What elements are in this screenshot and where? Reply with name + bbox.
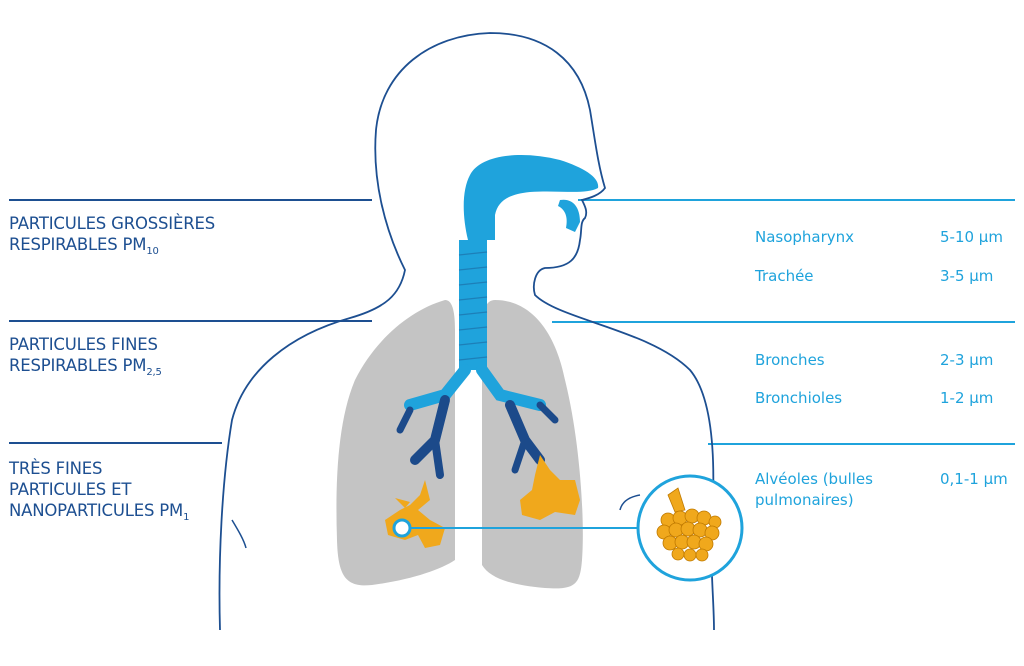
left-lung — [336, 300, 455, 586]
region-bronchi: Bronches — [755, 351, 825, 369]
category-pm1-line2: PARTICULES ET — [9, 480, 132, 499]
alveoli-cluster — [656, 487, 722, 562]
category-pm10-line1: PARTICULES GROSSIÈRES — [9, 214, 215, 233]
arm-line-left — [231, 519, 247, 549]
category-pm10: PARTICULES GROSSIÈRES RESPIRABLES PM10 — [9, 213, 215, 257]
alveoli-orange-right — [520, 455, 580, 520]
right-divider-lines — [552, 199, 1015, 445]
size-bronchi: 2-3 µm — [940, 351, 994, 369]
category-pm1-text: NANOPARTICULES PM — [9, 501, 184, 520]
category-pm2-5-line2: RESPIRABLES PM2,5 — [9, 355, 162, 378]
region-bronchioles: Bronchioles — [755, 389, 843, 407]
category-pm1-line1: TRÈS FINES — [9, 459, 103, 478]
category-pm10-line2: RESPIRABLES PM10 — [9, 234, 215, 257]
body-outline — [218, 32, 715, 631]
trachea-rings — [458, 251, 488, 361]
size-nasopharynx: 5-10 µm — [940, 228, 1003, 246]
category-pm2-5: PARTICULES FINES RESPIRABLES PM2,5 — [9, 334, 162, 378]
region-trachea: Trachée — [755, 267, 814, 285]
arm-line-right — [619, 494, 641, 511]
size-alveoli: 0,1-1 µm — [940, 470, 1008, 488]
category-pm1-subscript: 1 — [183, 512, 190, 523]
category-pm2-5-text: RESPIRABLES PM — [9, 356, 147, 375]
size-trachea: 3-5 µm — [940, 267, 994, 285]
region-alveoli-line2: pulmonaires) — [755, 491, 854, 509]
region-alveoli: Alvéoles (bulles pulmonaires) — [755, 469, 873, 511]
category-pm2-5-subscript: 2,5 — [146, 367, 162, 378]
category-pm1: TRÈS FINES PARTICULES ET NANOPARTICULES … — [9, 458, 190, 523]
oral-cavity — [558, 199, 580, 232]
size-bronchioles: 1-2 µm — [940, 389, 994, 407]
bronchi — [396, 364, 559, 479]
nasal-cavity — [463, 155, 599, 240]
region-nasopharynx: Nasopharynx — [755, 228, 855, 246]
zoom-origin-circle — [392, 518, 412, 538]
category-pm1-line3: NANOPARTICULES PM1 — [9, 500, 190, 523]
category-pm2-5-line1: PARTICULES FINES — [9, 335, 158, 354]
left-divider-lines — [9, 199, 372, 444]
category-pm10-subscript: 10 — [146, 246, 159, 257]
category-pm10-text: RESPIRABLES PM — [9, 235, 147, 254]
region-alveoli-line1: Alvéoles (bulles — [755, 470, 873, 488]
trachea — [459, 240, 487, 370]
